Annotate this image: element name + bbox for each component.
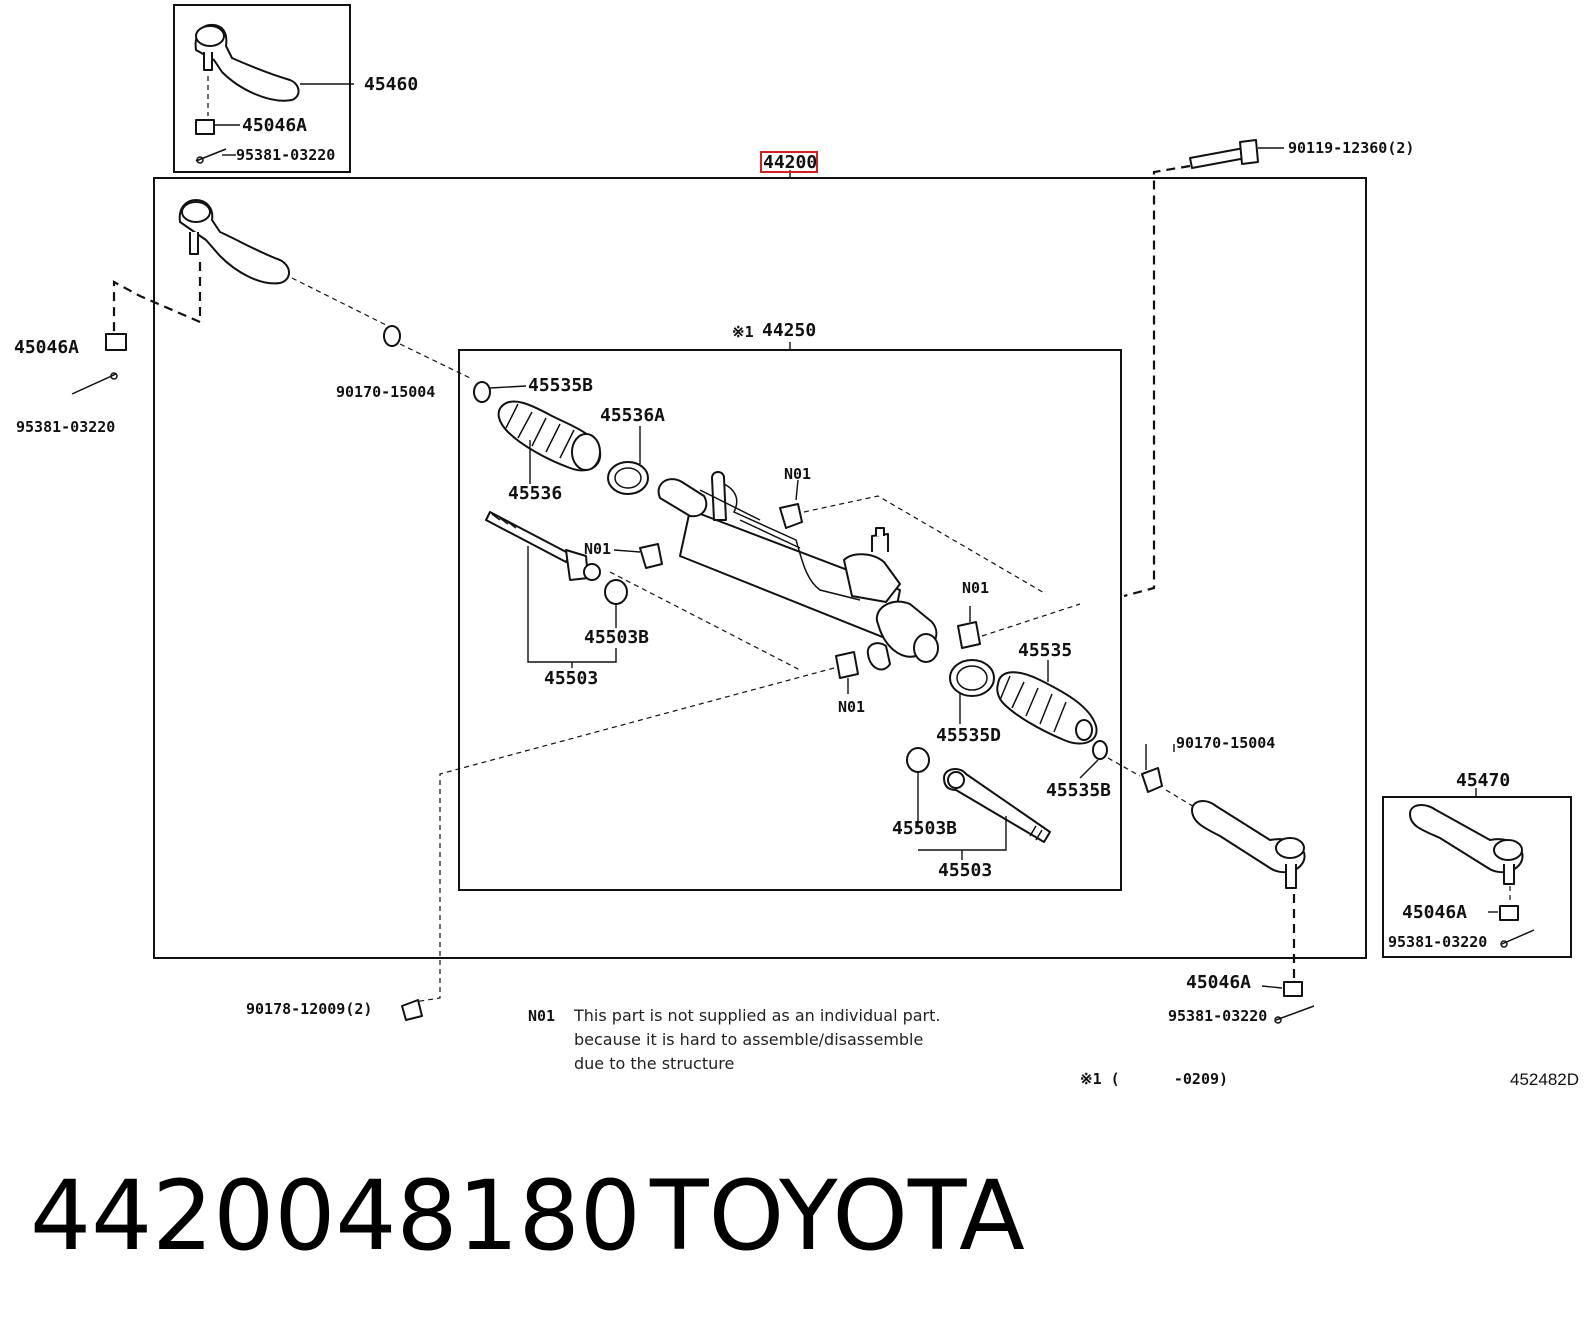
label-90178[interactable]: 90178-12009(2) bbox=[246, 1000, 372, 1018]
label-45503-left[interactable]: 45503 bbox=[544, 668, 598, 689]
subassembly-mark: ※1 bbox=[732, 323, 754, 341]
label-45535B-right[interactable]: 45535B bbox=[1046, 780, 1111, 801]
label-45503B-right[interactable]: 45503B bbox=[892, 818, 957, 839]
label-45503-right[interactable]: 45503 bbox=[938, 860, 992, 881]
label-95381-rh-box[interactable]: 95381-03220 bbox=[1388, 933, 1487, 951]
assembly-frame-44200 bbox=[153, 177, 1367, 959]
label-44250[interactable]: 44250 bbox=[762, 320, 816, 341]
label-45503B-left[interactable]: 45503B bbox=[584, 627, 649, 648]
label-45046A-left[interactable]: 45046A bbox=[14, 337, 79, 358]
label-45046A-rh[interactable]: 45046A bbox=[1186, 972, 1251, 993]
label-45470[interactable]: 45470 bbox=[1456, 770, 1510, 791]
inset-box-45460 bbox=[173, 4, 351, 173]
label-45046A-top[interactable]: 45046A bbox=[242, 115, 307, 136]
label-90170-right[interactable]: 90170-15004 bbox=[1176, 734, 1275, 752]
label-45460[interactable]: 45460 bbox=[364, 74, 418, 95]
tie-rod-end-right bbox=[1107, 744, 1315, 1024]
label-44200[interactable]: 44200 bbox=[763, 152, 817, 173]
label-45046A-rh-box[interactable]: 45046A bbox=[1402, 902, 1467, 923]
label-45535D[interactable]: 45535D bbox=[936, 725, 1001, 746]
note-line-2: because it is hard to assemble/disassemb… bbox=[574, 1030, 923, 1049]
label-nd1-d[interactable]: N01 bbox=[838, 698, 865, 716]
label-nd1-a[interactable]: N01 bbox=[784, 465, 811, 483]
bolt-90119 bbox=[1123, 139, 1284, 598]
part-labels: 44200 ※1 44250 45460 45046A 95381-03220 … bbox=[14, 74, 1510, 1025]
tie-rod-end-lh-inset bbox=[194, 23, 354, 164]
note-code: N01 bbox=[528, 1007, 555, 1025]
label-nd1-c[interactable]: N01 bbox=[962, 579, 989, 597]
bolt-90178 bbox=[401, 999, 423, 1021]
label-45535B-left[interactable]: 45535B bbox=[528, 375, 593, 396]
label-45536A[interactable]: 45536A bbox=[600, 405, 665, 426]
caption-brand: TOYOTA bbox=[649, 1160, 1025, 1272]
caption-part-number: 4420048180 bbox=[30, 1160, 641, 1272]
label-45535[interactable]: 45535 bbox=[1018, 640, 1072, 661]
label-45536[interactable]: 45536 bbox=[508, 483, 562, 504]
tie-rod-end-left bbox=[71, 199, 471, 395]
illustration-ref: 452482D bbox=[1510, 1070, 1579, 1089]
label-95381-rh[interactable]: 95381-03220 bbox=[1168, 1007, 1267, 1025]
label-95381-left[interactable]: 95381-03220 bbox=[16, 418, 115, 436]
label-nd1-b[interactable]: N01 bbox=[584, 540, 611, 558]
inset-box-45470 bbox=[1382, 796, 1572, 958]
note-line-3: due to the structure bbox=[574, 1054, 734, 1073]
note-line-1: This part is not supplied as an individu… bbox=[573, 1006, 941, 1025]
tie-rod-end-rh-inset bbox=[1409, 788, 1535, 948]
label-90170-left[interactable]: 90170-15004 bbox=[336, 383, 435, 401]
label-90119[interactable]: 90119-12360(2) bbox=[1288, 139, 1414, 157]
subassembly-parts bbox=[413, 381, 1108, 1003]
footnote: ※1 ( -0209) bbox=[1080, 1070, 1228, 1088]
label-95381-top[interactable]: 95381-03220 bbox=[236, 146, 335, 164]
nd1-note: N01 This part is not supplied as an indi… bbox=[528, 1006, 941, 1073]
highlight-44200 bbox=[760, 151, 818, 173]
